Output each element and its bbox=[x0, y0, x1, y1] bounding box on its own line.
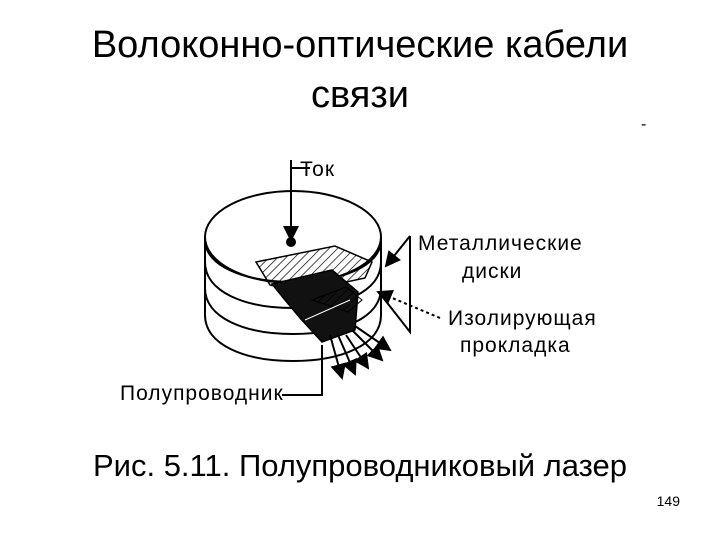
light-rays bbox=[329, 325, 392, 380]
label-semiconductor: Полупроводник bbox=[120, 382, 284, 405]
figure-caption: Рис. 5.11. Полупроводниковый лазер bbox=[92, 448, 628, 483]
slide-title-line-2: связи bbox=[311, 74, 409, 116]
slide-title-line-1: Волоконно-оптические кабели bbox=[91, 24, 629, 66]
label-metal-disks-line1: Металлические bbox=[418, 232, 583, 255]
label-metal-disks-line2: диски bbox=[462, 260, 522, 283]
slide-title: Волоконно-оптические кабели связи bbox=[0, 20, 720, 120]
insulating-leader bbox=[376, 290, 441, 319]
label-current: Ток bbox=[300, 158, 335, 181]
layer-band-2 bbox=[204, 287, 382, 336]
dash-mark: - bbox=[641, 116, 647, 133]
junction-line bbox=[304, 299, 351, 321]
page-number: 149 bbox=[656, 493, 680, 509]
layer-band-3 bbox=[204, 314, 382, 363]
label-insulating-line2: прокладка bbox=[460, 334, 571, 357]
label-insulating-line1: Изолирующая bbox=[448, 307, 597, 330]
current-arrow bbox=[283, 160, 310, 247]
semiconductor-leader bbox=[282, 345, 323, 396]
cutaway-section bbox=[254, 245, 373, 343]
metal-disks-bracket bbox=[384, 235, 411, 335]
insulating-pad bbox=[310, 286, 363, 313]
